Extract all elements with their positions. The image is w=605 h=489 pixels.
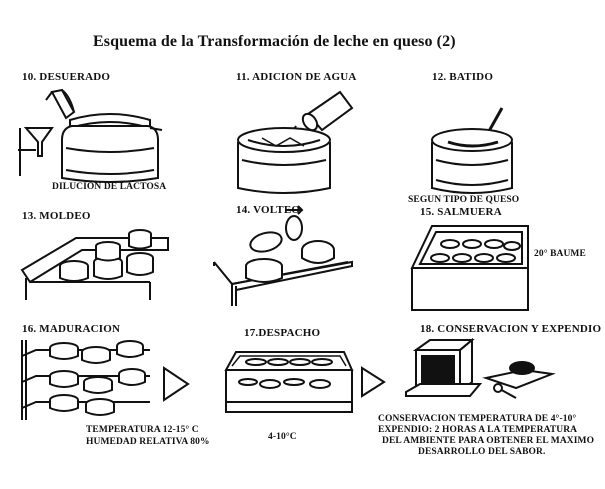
step-16-note-line-2: HUMEDAD RELATIVA 80% (86, 437, 210, 447)
step-15-label: 15. SALMUERA (420, 206, 502, 218)
step-13-label: 13. MOLDEO (22, 210, 91, 222)
step-18-note-line-2: EXPENDIO: 2 HORAS A LA TEMPERATURA (378, 425, 578, 435)
step-12-note: SEGUN TIPO DE QUESO (408, 195, 520, 205)
step-10-label: 10. DESUERADO (22, 71, 111, 83)
step-10-note: DILUCION DE LACTOSA (52, 182, 167, 192)
step-12-label: 12. BATIDO (432, 71, 494, 83)
step-17-label: 17.DESPACHO (244, 327, 321, 339)
diagram-title: Esquema de la Transformación de leche en… (93, 33, 456, 50)
step-16-note-line-1: TEMPERATURA 12-15° C (86, 425, 199, 435)
step-15-note: 20° BAUME (534, 249, 586, 259)
step-18-note-line-3: DEL AMBIENTE PARA OBTENER EL MAXIMO (382, 436, 595, 446)
step-18-note-line-1: CONSERVACION TEMPERATURA DE 4°-10° (378, 414, 577, 424)
step-11-label: 11. ADICION DE AGUA (236, 71, 357, 83)
step-17-note: 4-10°C (268, 432, 297, 442)
step-18-note-line-4: DESARROLLO DEL SABOR. (418, 447, 546, 457)
step-16-label: 16. MADURACION (22, 323, 121, 335)
step-14-label: 14. VOLTEO (236, 204, 301, 216)
step-18-label: 18. CONSERVACION Y EXPENDIO (420, 323, 602, 335)
